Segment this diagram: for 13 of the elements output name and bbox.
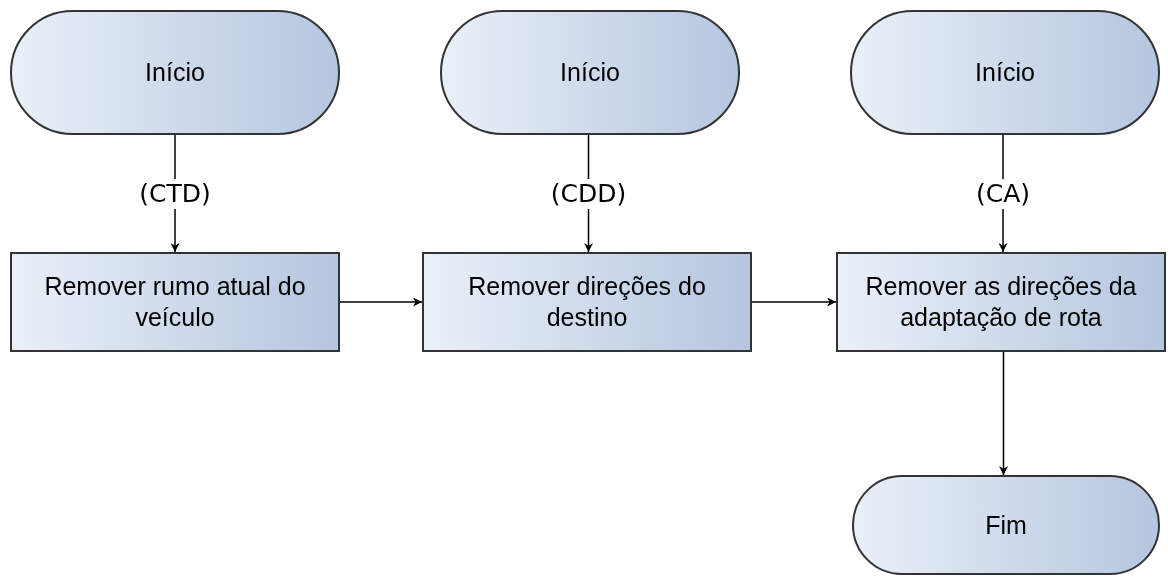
node-label: Início (975, 57, 1035, 88)
node-label: Fim (985, 509, 1027, 541)
node-label: Início (145, 57, 205, 88)
node-label: Remover direções do destino (467, 271, 707, 333)
arrow (751, 297, 837, 307)
process-box (10, 252, 340, 352)
process-box (836, 252, 1166, 352)
process-box (422, 252, 752, 352)
node-label: Remover rumo atual do veículo (43, 271, 307, 333)
arrow (999, 351, 1008, 476)
node-label: Início (560, 57, 620, 88)
arrow (339, 297, 423, 307)
node-label: Remover as direções da adaptação de rota (864, 271, 1138, 333)
